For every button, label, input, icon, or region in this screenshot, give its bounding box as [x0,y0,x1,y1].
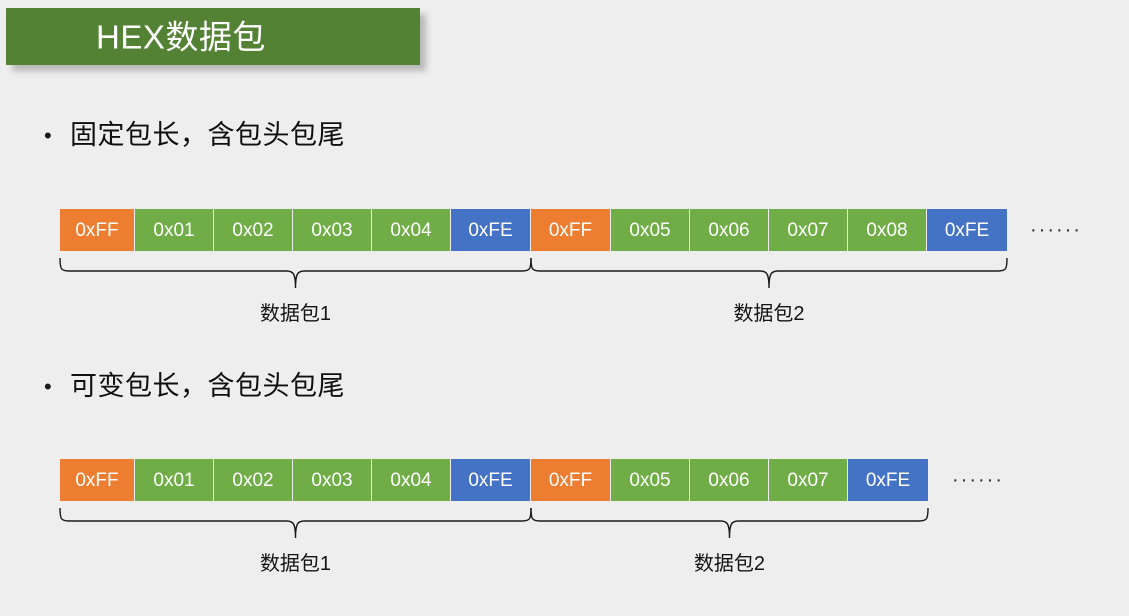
bullet-item-variable-length: • 可变包长，含包头包尾 [44,373,345,400]
packet-byte-cell: 0x01 [135,459,214,501]
packet-label: 数据包2 [693,553,766,575]
packet-brace [59,257,532,289]
packet-byte-cell: 0xFF [60,459,135,501]
packet-byte-cell: 0x04 [372,459,451,501]
packet-byte-cell: 0xFF [60,209,135,251]
packet-byte-cell: 0x02 [214,209,293,251]
packet-brace [530,507,929,539]
bullet-label: 可变包长，含包头包尾 [70,371,345,401]
packet-byte-cell: 0x05 [611,209,690,251]
packet-label: 数据包1 [259,303,332,325]
packet-label: 数据包2 [733,303,805,325]
packet-byte-cell: 0xFF [531,459,611,501]
packet-byte-cell: 0xFE [848,459,928,501]
page-title: HEX数据包 [96,18,266,55]
packet-byte-cell: 0xFE [451,459,531,501]
packet-byte-cell: 0x06 [690,459,769,501]
bullet-marker-icon: • [44,373,52,399]
packet-strip-ellipsis: ······ [952,469,1004,491]
packet-byte-cell: 0xFE [451,209,531,251]
packet-brace [59,507,532,539]
bullet-marker-icon: • [44,122,52,148]
packet-byte-cell: 0x08 [848,209,927,251]
packet-strip-ellipsis: ······ [1030,219,1082,241]
slide-title-banner: HEX数据包 [6,8,420,65]
packet-byte-cell: 0x05 [611,459,690,501]
packet-byte-cell: 0x03 [293,209,372,251]
packet-byte-cell: 0x03 [293,459,372,501]
packet-brace-svg [59,257,1008,289]
packet-byte-cell: 0x01 [135,209,214,251]
packet-byte-cell: 0x04 [372,209,451,251]
packet-byte-cell: 0x07 [769,209,848,251]
packet-brace-svg [59,507,929,539]
packet-byte-cell: 0x02 [214,459,293,501]
packet-byte-cell: 0x07 [769,459,848,501]
bullet-item-fixed-length: • 固定包长，含包头包尾 [44,122,345,149]
packet-label: 数据包1 [259,553,332,575]
packet-byte-cell: 0x06 [690,209,769,251]
bullet-label: 固定包长，含包头包尾 [70,120,345,150]
packet-byte-cell: 0xFF [531,209,611,251]
packet-brace-group-variable-length: 数据包1 数据包2 [54,506,934,574]
packet-brace [530,257,1008,289]
packet-brace-group-fixed-length: 数据包1 数据包2 [54,256,1013,324]
packet-byte-cell: 0xFE [927,209,1007,251]
